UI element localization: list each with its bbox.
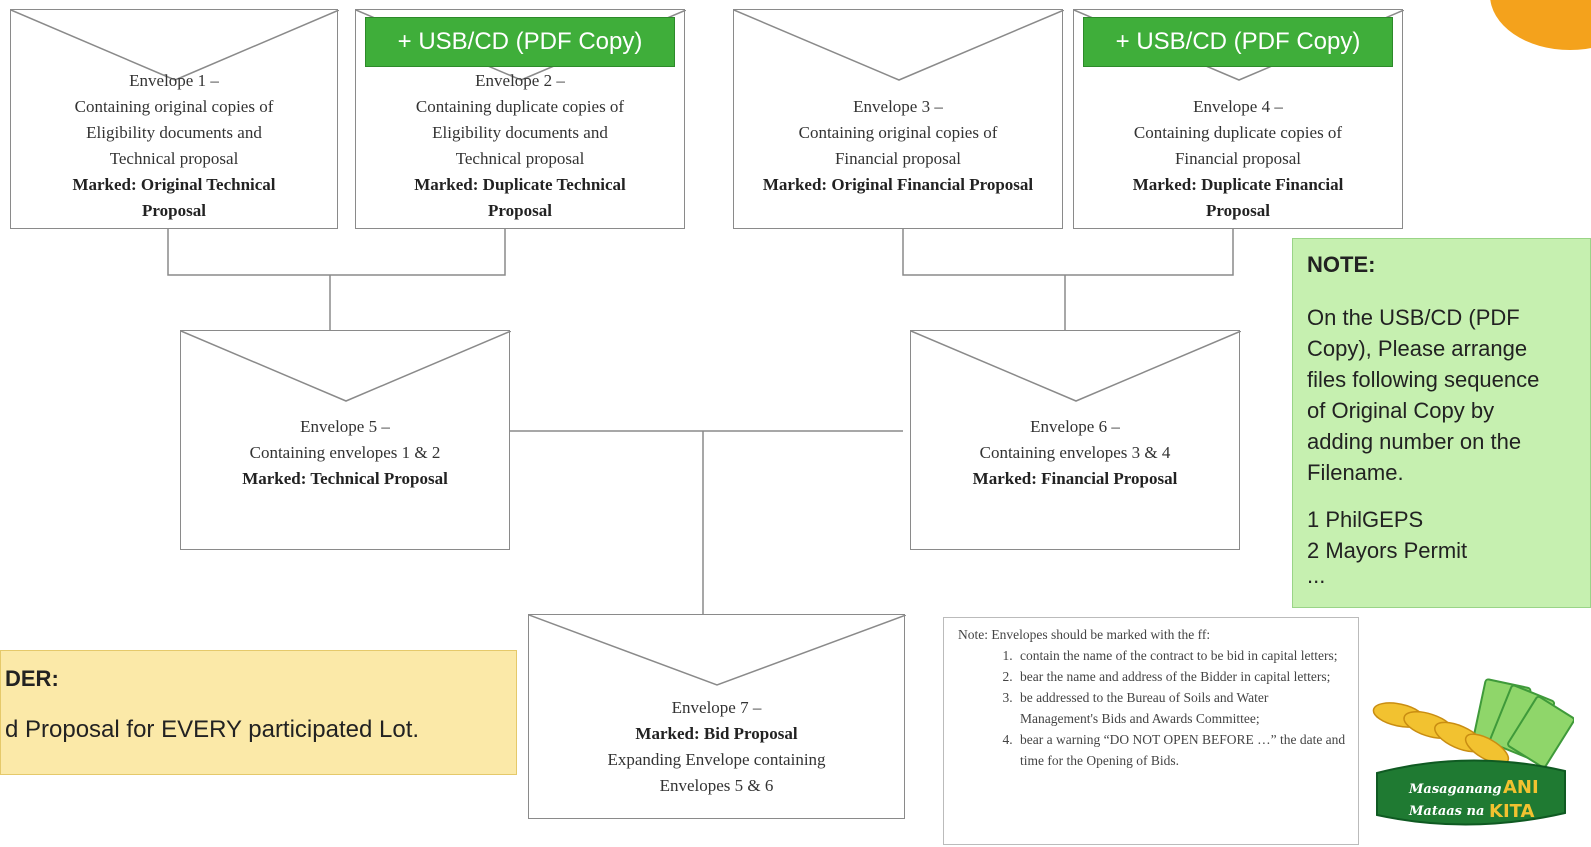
note-list-item: 2 Mayors Permit [1307, 538, 1468, 563]
envelope-3: Envelope 3 – Containing original copies … [733, 9, 1064, 229]
envelope-6-line1: Containing envelopes 3 & 4 [979, 443, 1171, 462]
usb-badge-2: + USB/CD (PDF Copy) [1083, 17, 1393, 67]
marking-note-item: bear the name and address of the Bidder … [1016, 666, 1348, 687]
envelope-7-marked: Marked: Bid Proposal [635, 724, 798, 743]
envelope-4-title: Envelope 4 – [1193, 97, 1283, 116]
envelope-1: Envelope 1 – Containing original copies … [10, 9, 339, 229]
envelope-5: Envelope 5 – Containing envelopes 1 & 2 … [180, 330, 511, 550]
usb-badge-1: + USB/CD (PDF Copy) [365, 17, 675, 67]
envelope-2-marked: Marked: Duplicate Technical [414, 175, 626, 194]
note-line: adding number on the [1307, 429, 1522, 454]
marking-note-intro: Note: Envelopes should be marked with th… [958, 627, 1211, 642]
envelope-6-marked: Marked: Financial Proposal [972, 469, 1178, 488]
logo-text-1: Masaganang [1408, 782, 1502, 797]
reminder-box: DER: d Proposal for EVERY participated L… [0, 650, 517, 775]
envelope-5-line1: Containing envelopes 1 & 2 [249, 443, 441, 462]
envelope-2-marked2: Proposal [488, 201, 552, 220]
envelope-flap-icon [181, 331, 511, 402]
envelope-2-line1: Containing duplicate copies of [415, 97, 625, 116]
marking-note-item: be addressed to the Bureau of Soils and … [1016, 687, 1348, 729]
note-box: NOTE: On the USB/CD (PDF Copy), Please a… [1292, 238, 1591, 608]
envelope-5-title: Envelope 5 – [300, 417, 390, 436]
envelope-6-title: Envelope 6 – [1030, 417, 1120, 436]
marking-note: Note: Envelopes should be marked with th… [943, 617, 1359, 845]
envelope-1-line3: Technical proposal [109, 149, 239, 168]
envelope-1-marked2: Proposal [142, 201, 206, 220]
envelope-7-line2: Envelopes 5 & 6 [659, 776, 774, 795]
envelope-flap-icon [734, 10, 1064, 81]
envelope-6: Envelope 6 – Containing envelopes 3 & 4 … [910, 330, 1241, 550]
logo-graphic-icon: Masaganang ANI Mataas na KITA [1372, 678, 1575, 826]
envelope-3-line1: Containing original copies of [798, 123, 998, 142]
reminder-body: d Proposal for EVERY participated Lot. [5, 716, 420, 743]
envelope-7-line1: Expanding Envelope containing [607, 750, 826, 769]
reminder-title: DER: [5, 666, 59, 691]
envelope-7-title: Envelope 7 – [671, 698, 762, 717]
logo-text-1b: ANI [1503, 777, 1539, 798]
marking-note-item: contain the name of the contract to be b… [1016, 645, 1348, 666]
envelope-5-marked: Marked: Technical Proposal [242, 469, 448, 488]
note-title: NOTE: [1307, 252, 1376, 277]
envelope-3-marked: Marked: Original Financial Proposal [762, 175, 1034, 194]
note-line: files following sequence [1307, 367, 1540, 392]
note-line: Copy), Please arrange [1307, 336, 1528, 361]
envelope-flap-icon [911, 331, 1241, 402]
note-list-item: ... [1307, 563, 1326, 588]
note-line: On the USB/CD (PDF [1307, 305, 1520, 330]
envelope-1-line2: Eligibility documents and [86, 123, 262, 142]
envelope-3-title: Envelope 3 – [853, 97, 943, 116]
envelope-2-line3: Technical proposal [455, 149, 585, 168]
envelope-1-title: Envelope 1 – [129, 71, 219, 90]
envelope-4-line1: Containing duplicate copies of [1133, 123, 1343, 142]
logo-text-2: Mataas na [1408, 804, 1484, 819]
envelope-7: Envelope 7 – Marked: Bid Proposal Expand… [528, 614, 906, 819]
masaganang-ani-logo: Masaganang ANI Mataas na KITA [1369, 675, 1575, 835]
note-line: Filename. [1307, 460, 1404, 485]
envelope-flap-icon [11, 10, 339, 81]
envelope-4-line2: Financial proposal [1174, 149, 1302, 168]
note-list-item: 1 PhilGEPS [1307, 507, 1424, 532]
envelope-4-marked2: Proposal [1206, 201, 1270, 220]
logo-text-2b: KITA [1489, 801, 1535, 822]
envelope-2-line2: Eligibility documents and [432, 123, 608, 142]
envelope-2-title: Envelope 2 – [475, 71, 565, 90]
envelope-3-line2: Financial proposal [834, 149, 962, 168]
envelope-1-line1: Containing original copies of [74, 97, 274, 116]
note-line: of Original Copy by [1307, 398, 1495, 423]
marking-note-item: bear a warning “DO NOT OPEN BEFORE …” th… [1016, 729, 1348, 771]
envelope-1-marked: Marked: Original Technical [72, 175, 276, 194]
envelope-flap-icon [529, 615, 906, 686]
envelope-4-marked: Marked: Duplicate Financial [1132, 175, 1344, 194]
